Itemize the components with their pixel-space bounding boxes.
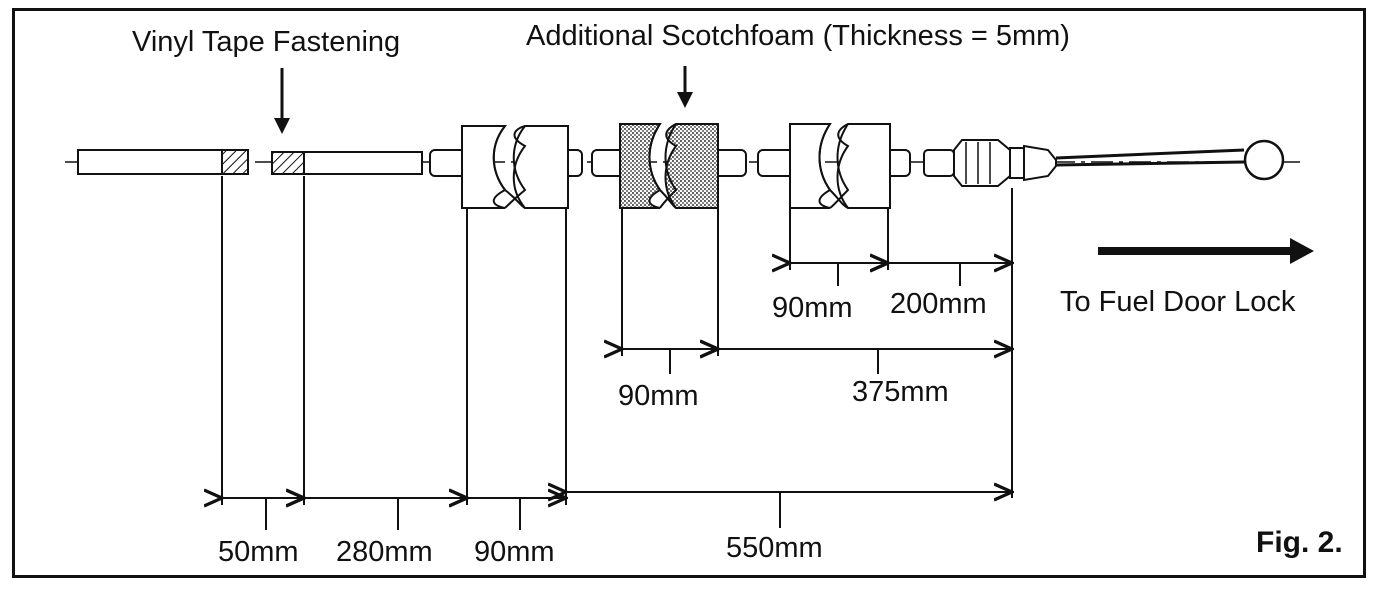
dim-375mm: 375mm [852, 376, 949, 408]
cable-connector [923, 139, 1245, 187]
cable-end-ball [1243, 139, 1285, 181]
scotchfoam-pair [591, 123, 747, 209]
scotchfoam-label: Additional Scotchfoam (Thickness = 5mm) [526, 20, 1070, 52]
to-fuel-door-label: To Fuel Door Lock [1060, 286, 1296, 318]
dimension-lines [222, 263, 1012, 530]
left-tube [77, 149, 249, 175]
dim-550mm: 550mm [726, 532, 823, 564]
dim-280mm: 280mm [336, 536, 433, 568]
vinyl-tape-label: Vinyl Tape Fastening [132, 26, 401, 58]
figure-label: Fig. 2. [1256, 526, 1343, 559]
dim-90mm-bottom: 90mm [474, 536, 555, 568]
to-fuel-door-arrow [1098, 238, 1314, 264]
dim-200mm: 200mm [890, 288, 987, 320]
taped-tube [271, 151, 423, 175]
dim-90mm-foam: 90mm [618, 380, 699, 412]
foam-pair-1 [429, 125, 583, 209]
foam-pair-3 [757, 123, 911, 209]
dim-90mm-right: 90mm [772, 292, 853, 324]
dim-50mm: 50mm [218, 536, 299, 568]
figure-frame [12, 8, 1366, 578]
extension-lines [221, 176, 1013, 505]
